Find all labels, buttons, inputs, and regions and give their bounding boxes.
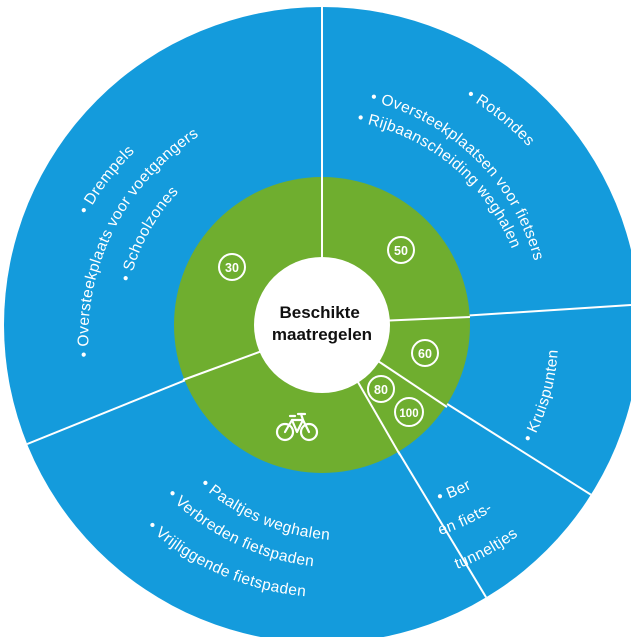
inner-dividers	[182, 177, 471, 456]
badge-100: 100	[394, 397, 424, 427]
badge-50: 50	[387, 236, 415, 264]
badge-100-label: 100	[399, 408, 418, 420]
center-circle	[254, 257, 390, 393]
center-label-line1: Beschikte	[279, 303, 359, 322]
inner-divider-80-bike	[350, 369, 401, 456]
badge-50-label: 50	[394, 244, 408, 258]
badge-60-label: 60	[418, 347, 432, 361]
badge-80-label: 80	[374, 383, 388, 397]
bicycle-icon	[275, 412, 319, 442]
inner-divider-50-60	[377, 316, 471, 322]
badge-30: 30	[218, 253, 246, 281]
inner-divider-60-80	[365, 352, 448, 408]
inner-divider-bike-30	[182, 347, 271, 381]
center-label: Beschikte maatregelen	[272, 303, 372, 344]
center-label-line2: maatregelen	[272, 325, 372, 344]
badge-80: 80	[367, 375, 395, 403]
badge-60: 60	[411, 339, 439, 367]
badge-30-label: 30	[225, 261, 239, 275]
